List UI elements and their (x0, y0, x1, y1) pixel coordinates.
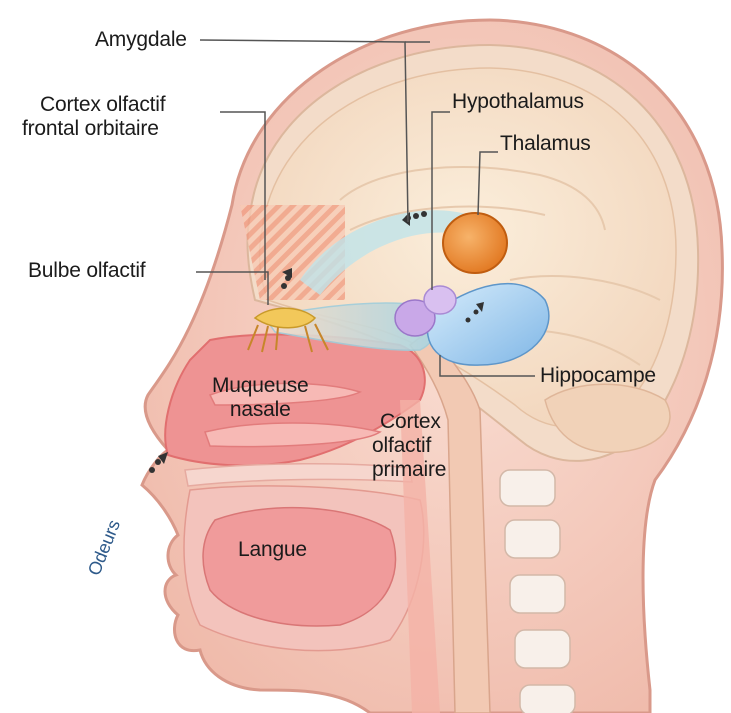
label-thalamus: Thalamus (500, 132, 591, 156)
tongue (203, 508, 396, 626)
label-muqueuse-nasale: Muqueuse nasale (212, 374, 308, 422)
label-cortex-primaire-line1: Cortex (372, 410, 446, 434)
label-cortex-orbitofrontal-line2: frontal orbitaire (22, 117, 165, 141)
label-cortex-orbitofrontal-line1: Cortex olfactif (22, 93, 165, 117)
label-cortex-primaire-line2: olfactif (372, 434, 446, 458)
label-hypothalamus: Hypothalamus (452, 90, 584, 114)
hypothalamus (424, 286, 456, 314)
label-cortex-olfactif-frontal-orbitaire: Cortex olfactif frontal orbitaire (22, 93, 165, 141)
label-bulbe-olfactif: Bulbe olfactif (28, 259, 145, 283)
label-langue: Langue (238, 538, 307, 562)
label-muqueuse-line2: nasale (212, 398, 308, 422)
label-amygdale: Amygdale (95, 28, 187, 52)
thalamus (443, 213, 507, 273)
label-cortex-olfactif-primaire: Cortex olfactif primaire (372, 410, 446, 482)
label-hippocampe: Hippocampe (540, 364, 656, 388)
label-muqueuse-line1: Muqueuse (212, 374, 308, 398)
label-cortex-primaire-line3: primaire (372, 458, 446, 482)
